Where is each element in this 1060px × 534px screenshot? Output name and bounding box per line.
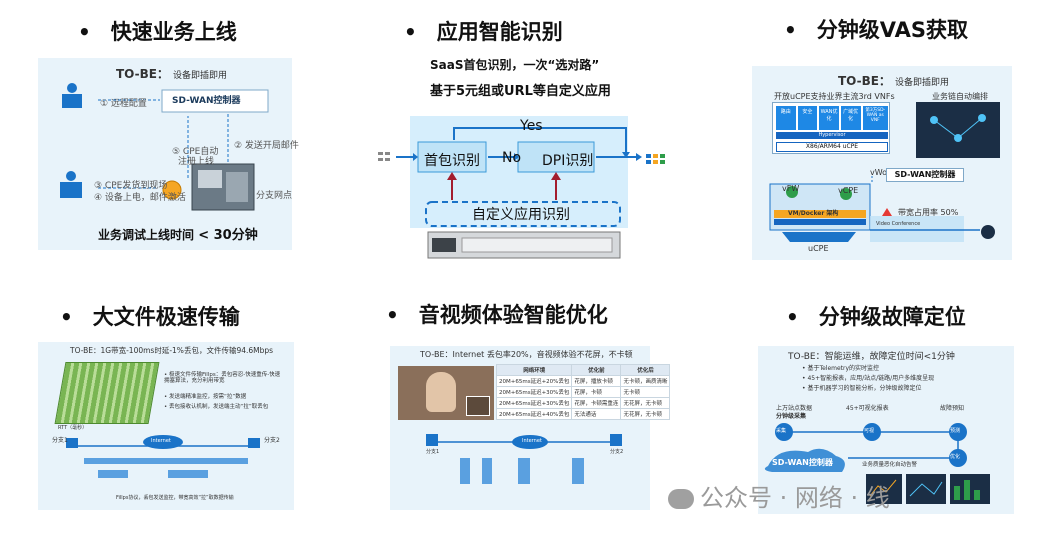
panel1-step3: ③ CPE发货到现场 <box>94 181 168 191</box>
panel4-title: TO-BE：1G带宽-100ms时延-1%丢包，文件传输94.6Mbps <box>70 346 274 355</box>
panel4-bullet: • 极速文件传输Fillps：丢包容忍-快速重传-快速拥塞算法，充分利用带宽 <box>164 372 281 385</box>
panel5-left-site: 分支1 <box>426 449 440 455</box>
panel3-ucpe: uCPE <box>808 244 829 253</box>
panel3-bandwidth: 带宽占用率 50% <box>898 208 959 217</box>
panel3-controller: SD-WAN控制器 <box>886 168 964 182</box>
panel5-internet: Internet <box>522 438 542 444</box>
panel6-node: 可视 <box>864 428 875 434</box>
watermark: 公众号 · 网络 · 线 <box>668 478 890 513</box>
panel2-line2: 基于5元组或URL等自定义应用 <box>430 84 611 99</box>
panel2-flow <box>378 127 665 259</box>
panel4-left-site: 分支1 <box>52 437 68 444</box>
panel3-vwoc: vWoC <box>870 168 893 177</box>
wechat-icon <box>668 489 694 509</box>
panel6-bullet: • 基于Telemetry的实时监控 <box>802 365 880 372</box>
panel6-title: TO-BE：智能运维，故障定位时间<1分钟 <box>788 352 955 362</box>
panel-file-transfer: TO-BE：1G带宽-100ms时延-1%丢包，文件传输94.6Mbps RTT… <box>38 342 294 510</box>
panel4-bottom-note: Fillps协议，丢包发送监控，带宽高效“拉”取数据传输 <box>116 495 234 501</box>
panel1-tobe: TO-BE：设备即插即用 <box>116 67 227 81</box>
panel2-yes: Yes <box>520 118 543 134</box>
panel6-bullet: • 45+智能报表，应用/站点/链路/用户多维度呈现 <box>802 375 935 382</box>
panel5-network <box>426 434 622 484</box>
panel3-vnf-cell: 路由 <box>776 106 796 130</box>
panel-av-optimization: TO-BE：Internet 丢包率20%，音视频体验不花屏，不卡顿 网络环境 … <box>390 346 671 510</box>
section-heading-3: •分钟级VAS获取 <box>784 18 969 42</box>
panel3-vnf-row: 路由 安全 WAN优化 广域优化 第3方SD-WAN as VNF <box>776 106 889 130</box>
panel3-vcpe: vCPE <box>838 186 859 195</box>
panel-vas: TO-BE：设备即插即用 开放uCPE支持业界主流3rd VNFs 业务链自动编… <box>752 66 1012 260</box>
panel2-line1: SaaS首包识别，一次“选对路” <box>430 58 600 72</box>
panel5-title: TO-BE：Internet 丢包率20%，音视频体验不花屏，不卡顿 <box>420 350 633 359</box>
panel6-flow <box>764 423 990 504</box>
panel1-site: 分支网点 <box>256 191 293 201</box>
section-heading-5: •音视频体验智能优化 <box>386 303 608 327</box>
panel3-chain-title: 业务链自动编排 <box>932 92 988 101</box>
table-cell: 无法通话 <box>571 408 622 420</box>
panel4-rtt: RTT（毫秒） <box>58 425 88 431</box>
panel1-diagram <box>60 83 269 211</box>
panel5-video <box>398 366 494 420</box>
panel2-dpi: DPI识别 <box>542 153 594 169</box>
section-heading-2: •应用智能识别 <box>404 20 563 44</box>
panel6-col2: 45+可视化报表 <box>846 405 889 412</box>
panel3-vnf-cell: 广域优化 <box>840 106 861 130</box>
section-heading-4: •大文件极速传输 <box>60 305 240 329</box>
panel5-table: 网络环境 优化前 优化后 20M+65ms延迟+20%丢包 花屏，播放卡顿 无卡… <box>495 364 671 420</box>
panel2-custom: 自定义应用识别 <box>472 207 570 223</box>
panel1-step5b: 注册上线 <box>178 157 215 167</box>
panel3-vnf-title: 开放uCPE支持业界主流3rd VNFs <box>774 92 895 101</box>
panel3-vnf-cell: WAN优化 <box>819 106 839 130</box>
panel-quick-deploy: TO-BE：设备即插即用 SD-WAN控制器 ① 远程配置 ② 发送开局邮件 ⑤… <box>38 58 299 250</box>
table-cell: 20M+65ms延迟+40%丢包 <box>495 408 573 420</box>
panel3-video-conf: Video Conference <box>876 221 921 227</box>
panel6-bullet: • 基于机器学习的智能分析，分钟级故障定位 <box>802 385 922 392</box>
panel4-bullet: • 发送端精准监控，按需“拉”数据 <box>164 394 247 400</box>
panel4-bullet: • 丢包接收认机制，发送端主动“拉”取丢包 <box>164 404 269 410</box>
section-heading-1: •快速业务上线 <box>78 20 237 44</box>
panel6-col1b: 分钟级采集 <box>776 413 807 420</box>
panel1-step4: ④ 设备上电，邮件激活 <box>94 193 186 203</box>
table-row: 20M+65ms延迟+20%丢包 花屏，播放卡顿 无卡顿，画质清晰 <box>495 375 671 387</box>
section-heading-6: •分钟级故障定位 <box>786 305 966 329</box>
panel3-chain-screen <box>916 102 1000 158</box>
panel1-step2: ② 发送开局邮件 <box>234 141 299 151</box>
panel1-bottom: 业务调试上线时间 < 30分钟 <box>98 228 258 243</box>
panel3-tobe: TO-BE：设备即插即用 <box>838 74 949 88</box>
panel3-vfw: vFW <box>782 184 800 193</box>
panel6-node: 预测 <box>950 428 961 434</box>
panel3-vnf-cell: 第3方SD-WAN as VNF <box>862 106 889 130</box>
panel-fault-locate: TO-BE：智能运维，故障定位时间<1分钟 • 基于Telemetry的实时监控… <box>758 346 1014 514</box>
panel5-right-site: 分支2 <box>610 449 624 455</box>
panel1-step5a: ⑤ CPE自动 <box>172 147 219 157</box>
panel6-col1: 上万站点数据 <box>776 405 813 412</box>
panel6-auto-note: 业务质量恶化自动告警 <box>862 462 918 468</box>
panel2-no: No <box>502 150 522 166</box>
panel5-video-face <box>426 372 456 412</box>
panel6-controller: SD-WAN控制器 <box>772 458 833 467</box>
panel4-internet: Internet <box>151 438 171 444</box>
panel6-col3: 故障预知 <box>940 405 965 412</box>
panel3-diagram <box>769 114 995 242</box>
panel6-node: 采集 <box>776 428 787 434</box>
panel1-controller: SD-WAN控制器 <box>172 96 241 106</box>
panel3-vnf-cell: 安全 <box>797 106 818 130</box>
table-row: 20M+65ms延迟+40%丢包 无法通话 无花屏，无卡顿 <box>495 408 671 420</box>
panel6-node: 优化 <box>950 454 961 460</box>
panel3-docker: VM/Docker 架构 <box>788 210 839 217</box>
panel3-platform: X86/ARM64 uCPE <box>776 142 888 152</box>
panel2-first-packet: 首包识别 <box>424 153 480 169</box>
table-cell: 无花屏，无卡顿 <box>620 408 671 420</box>
panel4-right-site: 分支2 <box>264 437 280 444</box>
panel3-hypervisor: Hypervisor <box>776 132 888 139</box>
panel1-step1: ① 远程配置 <box>100 99 147 109</box>
panel4-network <box>66 435 260 478</box>
panel5-video-thumb <box>466 396 490 416</box>
